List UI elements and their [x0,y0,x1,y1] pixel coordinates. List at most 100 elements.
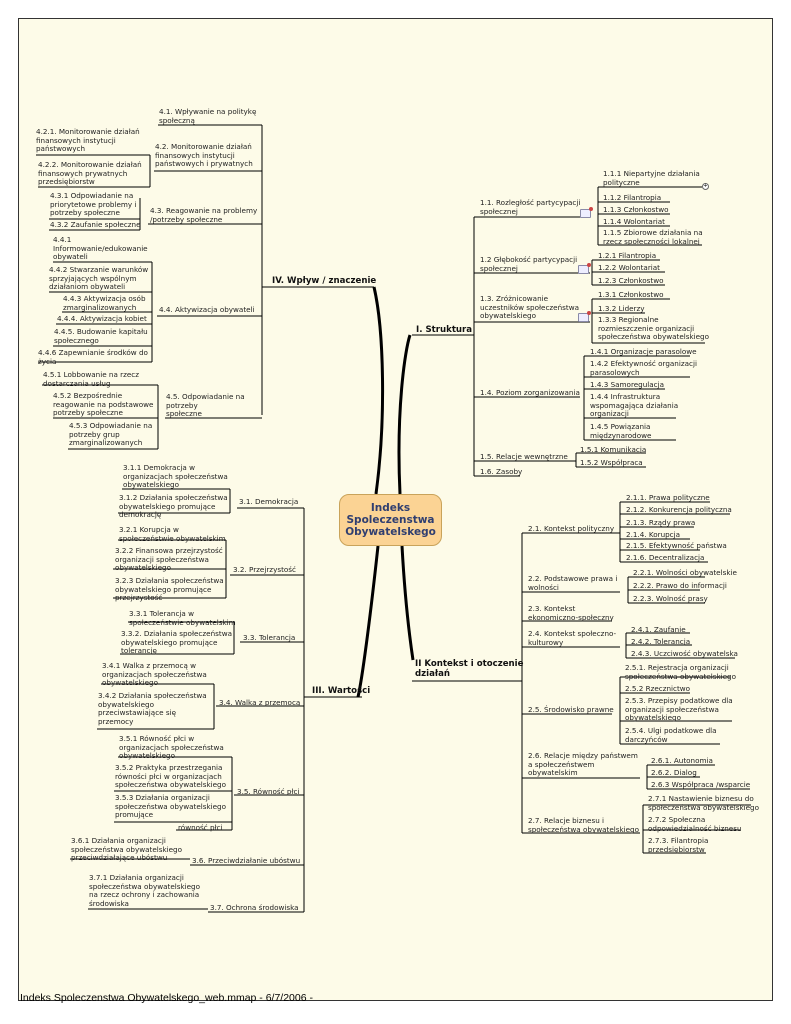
node[interactable]: 2.7.1 Nastawienie biznesu do społeczeńst… [648,794,760,812]
node[interactable]: 2.5. Środowisko prawne [528,705,614,714]
node[interactable]: 3.2. Przejrzystość [233,565,296,574]
node[interactable]: 1.3.2 Liderzy [598,304,645,313]
node[interactable]: 2.2. Podstawowe prawa i wolności [528,574,618,592]
node[interactable]: 3.1. Demokracja [239,497,299,506]
node[interactable]: 4.2.1. Monitorowanie działań finansowych… [36,127,140,154]
node[interactable]: 3.5.2 Praktyka przestrzegania równości p… [115,763,227,790]
node[interactable]: 2.7.3. Filantropia przedsiębiorstw [648,836,709,854]
node[interactable]: 2.1.4. Korupcja [626,530,681,539]
node[interactable]: 4.4.6 Zapewnianie środków do życia [38,348,148,366]
node[interactable]: 4.2.2. Monitorowanie działań finansowych… [38,160,142,187]
node[interactable]: 3.3.2. Działania społeczeństwa obywatels… [121,629,232,656]
node[interactable]: 4.4.3 Aktywizacja osób zmarginalizowanyc… [63,294,146,312]
node[interactable]: 2.5.3. Przepisy podatkowe dla organizacj… [625,696,733,723]
note-icon[interactable] [578,311,591,322]
node[interactable]: 1.1.4 Wolontariat [603,217,666,226]
node[interactable]: 2.6.1. Autonomia [651,756,713,765]
node[interactable]: 3.6. Przeciwdziałanie ubóstwu [192,856,301,865]
node[interactable]: 2.1.3. Rządy prawa [626,518,696,527]
node[interactable]: 1.5.2 Współpraca [580,458,643,467]
node[interactable]: 2.2.3. Wolność prasy [633,594,708,603]
node[interactable]: 3.1.2 Działania społeczeństwa obywatelsk… [119,493,228,520]
node[interactable]: 3.2.2 Finansowa przejrzystość organizacj… [115,546,223,573]
node[interactable]: 2.1.2. Konkurencja polityczna [626,505,732,514]
node[interactable]: 2.1.6. Decentralizacja [626,553,705,562]
branch-iii[interactable]: III. Wartości [312,686,371,696]
note-icon[interactable] [580,207,593,218]
node[interactable]: 3.4. Walka z przemocą [219,698,301,707]
node[interactable]: równość płci [178,823,223,832]
node[interactable]: 1.2.3 Członkostwo [598,276,664,285]
node[interactable]: 4.4.2 Stwarzanie warunków sprzyjających … [49,265,149,292]
node[interactable]: 3.5.3 Działania organizacji społeczeństw… [115,793,227,820]
node[interactable]: 1.6. Zasoby [480,467,523,476]
node[interactable]: 4.5.1 Lobbowanie na rzecz dostarczania u… [43,370,140,388]
node[interactable]: 2.5.4. Ulgi podatkowe dla darczyńców [625,726,717,744]
node[interactable]: 3.7. Ochrona środowiska [210,903,299,912]
branch-ii[interactable]: II Kontekst i otoczenie działań [415,659,524,679]
node[interactable]: 2.7. Relacje biznesu i społeczeństwa oby… [528,816,640,834]
node[interactable]: 2.1. Kontekst polityczny [528,524,615,533]
node[interactable]: 1.4.4 Infrastruktura wspomagająca działa… [590,392,679,419]
node[interactable]: 4.4. Aktywizacja obywateli [159,305,255,314]
node[interactable]: 2.6. Relacje między państwem a społeczeń… [528,751,638,778]
node[interactable]: 3.5.1 Równość płci w organizacjach społe… [119,734,224,761]
node[interactable]: 1.1.2 Filantropia [603,193,662,202]
node[interactable]: 3.3.1 Tolerancja w społeczeństwie obywat… [129,609,236,627]
node[interactable]: 4.4.4. Aktywizacja kobiet [57,314,147,323]
node[interactable]: 1.2.2 Wolontariat [598,263,661,272]
node[interactable]: 4.5. Odpowiadanie na potrzeby społeczne [166,392,245,419]
node[interactable]: 4.2. Monitorowanie działań finansowych i… [155,142,253,169]
node[interactable]: 2.5.2 Rzecznictwo [625,684,691,693]
node[interactable]: 1.5. Relacje wewnętrzne [480,452,568,461]
node[interactable]: 1.3.1 Członkostwo [598,290,664,299]
node[interactable]: 1.3.3 Regionalne rozmieszczenie organiza… [598,315,710,342]
node[interactable]: 2.1.1. Prawa polityczne [626,493,710,502]
node[interactable]: 1.1.5 Zbiorowe działania na rzecz społec… [603,228,703,246]
node[interactable]: 1.1.1 Niepartyjne działania polityczne [603,169,700,187]
node[interactable]: 1.4.2 Efektywność organizacji parasolowy… [590,359,697,377]
node[interactable]: 1.2.1 Filantropia [598,251,657,260]
node[interactable]: 4.5.3 Odpowiadanie na potrzeby grup zmar… [69,421,153,448]
node[interactable]: 4.3. Reagowanie na problemy /potrzeby sp… [150,206,258,224]
node[interactable]: 2.3. Kontekst ekonomiczno-społeczny [528,604,614,622]
node[interactable]: 4.4.1 Informowanie/edukowanie obywateli [53,235,148,262]
node[interactable]: 2.4. Kontekst społeczno- kulturowy [528,629,617,647]
branch-iv[interactable]: IV. Wpływ / znaczenie [272,276,377,286]
node[interactable]: 4.3.2 Zaufanie społeczne [50,220,141,229]
node[interactable]: 1.4.5 Powiązania międzynarodowe [590,422,652,440]
node[interactable]: 4.5.2 Bezpośrednie reagowanie na podstaw… [53,391,154,418]
node[interactable]: 4.1. Wpływanie na politykę społeczną [159,107,257,125]
node[interactable]: 3.4.1 Walka z przemocą w organizacjach s… [102,661,207,688]
note-icon[interactable] [578,263,591,274]
branch-i[interactable]: I. Struktura [416,325,473,335]
node[interactable]: 1.2 Głębokość partycypacji społecznej [480,255,578,273]
expand-icon[interactable]: + [702,183,709,190]
node[interactable]: 1.4.3 Samoregulacja [590,380,665,389]
node[interactable]: 2.6.3 Współpraca /wsparcie [651,780,751,789]
node[interactable]: 1.5.1 Komunikacja [580,445,647,454]
node[interactable]: 1.4.1 Organizacje parasolowe [590,347,697,356]
node[interactable]: 1.1. Rozległość partycypacji społecznej [480,198,581,216]
central-topic[interactable]: Indeks Spoleczenstwa Obywatelskego [339,494,442,546]
node[interactable]: 3.3. Tolerancja [243,633,296,642]
node[interactable]: 2.2.1. Wolności obywatelskie [633,568,737,577]
node[interactable]: 2.6.2. Dialog [651,768,697,777]
node[interactable]: 2.4.3. Uczciwość obywatelska [631,649,738,658]
node[interactable]: 3.2.3 Działania społeczeństwa obywatelsk… [115,576,224,603]
node[interactable]: 3.4.2 Działania społeczeństwa obywatelsk… [98,691,207,726]
node[interactable]: 3.6.1 Działania organizacji społeczeństw… [71,836,183,863]
node[interactable]: 4.4.5. Budowanie kapitału społecznego [54,327,148,345]
node[interactable]: 2.2.2. Prawo do informacji [633,581,727,590]
node[interactable]: 2.4.2. Tolerancja [631,637,691,646]
node[interactable]: 3.2.1 Korupcja w społeczeństwie obywatel… [119,525,226,543]
node[interactable]: 2.1.5. Efektywność państwa [626,541,727,550]
node[interactable]: 1.4. Poziom zorganizowania [480,388,580,397]
node[interactable]: 1.1.3 Członkostwo [603,205,669,214]
node[interactable]: 2.4.1. Zaufanie [631,625,686,634]
node[interactable]: 2.5.1. Rejestracja organizacji społeczeń… [625,663,737,681]
node[interactable]: 1.3. Zróżnicowanie uczestników społeczeń… [480,294,579,321]
node[interactable]: 2.7.2 Społeczna odpowiedzialność biznesu [648,815,742,833]
node[interactable]: 4.3.1 Odpowiadanie na priorytetowe probl… [50,191,137,218]
node[interactable]: 3.1.1 Demokracja w organizacjach społecz… [123,463,228,490]
